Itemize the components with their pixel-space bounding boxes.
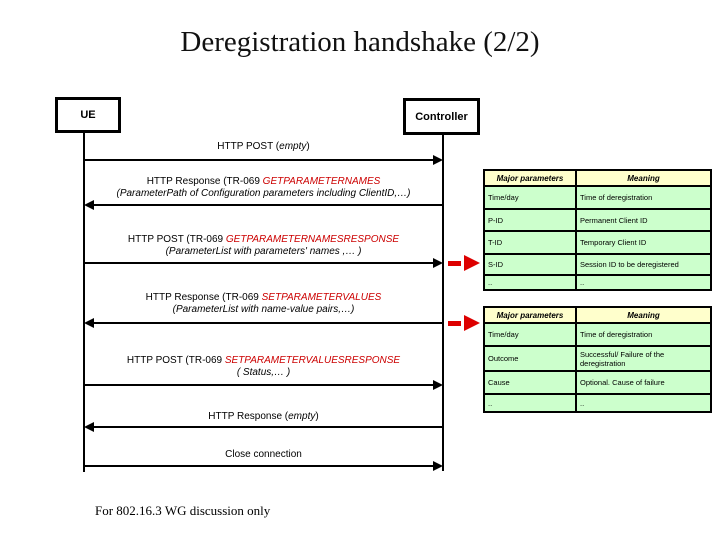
table-row: T-ID Temporary Client ID xyxy=(483,230,712,255)
table-row: Cause Optional. Cause of failure xyxy=(483,370,712,395)
m1-em: empty xyxy=(279,141,307,152)
t1-cell-meaning: Permanent Client ID xyxy=(575,208,712,232)
m6-close: ) xyxy=(315,411,319,422)
m6-text: HTTP Response ( xyxy=(208,411,289,422)
actor-ue-label: UE xyxy=(80,109,96,121)
t1-cell-param: P-ID xyxy=(483,208,577,232)
arrowhead-right-m5-icon xyxy=(433,380,443,390)
parameters-table-1: Major parameters Meaning Time/day Time o… xyxy=(483,169,712,291)
t1-cell-meaning: Temporary Client ID xyxy=(575,230,712,255)
red-pointer-arrow-2-icon xyxy=(464,315,480,331)
m3-plain: HTTP POST (TR-069 xyxy=(127,234,226,245)
t2-header-param: Major parameters xyxy=(483,306,577,324)
message-label-getparameternames: HTTP Response (TR-069 GETPARAMETERNAMES … xyxy=(84,176,443,200)
arrow-line-m2 xyxy=(94,204,443,206)
arrow-line-m6 xyxy=(94,426,443,428)
t1-header-meaning: Meaning xyxy=(575,169,712,187)
arrow-line-m5 xyxy=(84,384,433,386)
t2-cell-param: Outcome xyxy=(483,345,577,372)
t2-cell-meaning: Successful/ Failure of the deregistratio… xyxy=(575,345,712,372)
m2-red: GETPARAMETERNAMES xyxy=(262,176,381,187)
m5-plain: HTTP POST (TR-069 xyxy=(126,355,225,366)
t1-cell-param: .. xyxy=(483,274,577,291)
table-row: P-ID Permanent Client ID xyxy=(483,208,712,232)
m1-close: ) xyxy=(306,141,310,152)
t2-cell-param: Cause xyxy=(483,370,577,395)
m1-text: HTTP POST ( xyxy=(217,141,280,152)
m4-red: SETPARAMETERVALUES xyxy=(261,292,382,303)
arrowhead-left-m4-icon xyxy=(84,318,94,328)
message-label-setparametervaluesresponse: HTTP POST (TR-069 SETPARAMETERVALUESRESP… xyxy=(84,355,443,379)
message-label-close-connection: Close connection xyxy=(84,449,443,461)
message-label-setparametervalues: HTTP Response (TR-069 SETPARAMETERVALUES… xyxy=(84,292,443,316)
arrow-line-m7 xyxy=(84,465,433,467)
t1-cell-meaning: Time of deregistration xyxy=(575,185,712,210)
m2-line1: HTTP Response (TR-069 GETPARAMETERNAMES xyxy=(84,176,443,188)
t2-cell-meaning: Time of deregistration xyxy=(575,322,712,347)
red-pointer-arrow-1-icon xyxy=(464,255,480,271)
message-label-getparameternamesresponse: HTTP POST (TR-069 GETPARAMETERNAMESRESPO… xyxy=(84,234,443,258)
m5-red: SETPARAMETERVALUESRESPONSE xyxy=(224,355,401,366)
t1-cell-meaning: Session ID to be deregistered xyxy=(575,253,712,276)
footer-note: For 802.16.3 WG discussion only xyxy=(95,503,271,518)
parameters-table-2: Major parameters Meaning Time/day Time o… xyxy=(483,306,712,413)
t2-cell-meaning: Optional. Cause of failure xyxy=(575,370,712,395)
red-pointer-dash-2-icon xyxy=(448,321,461,326)
arrow-line-m1 xyxy=(84,159,433,161)
message-label-http-response-empty: HTTP Response (empty) xyxy=(84,411,443,423)
actor-controller-label: Controller xyxy=(415,110,468,123)
message-label-http-post-empty: HTTP POST (empty) xyxy=(84,141,443,153)
m3-red: GETPARAMETERNAMESRESPONSE xyxy=(225,234,400,245)
arrow-line-m4 xyxy=(94,322,443,324)
m2-plain: HTTP Response (TR-069 xyxy=(146,176,263,187)
lifeline-controller xyxy=(442,135,444,471)
t1-cell-meaning: .. xyxy=(575,274,712,291)
t2-cell-meaning: .. xyxy=(575,393,712,413)
m4-plain: HTTP Response (TR-069 xyxy=(145,292,262,303)
arrowhead-right-m7-icon xyxy=(433,461,443,471)
t1-cell-param: T-ID xyxy=(483,230,577,255)
m5-line1: HTTP POST (TR-069 SETPARAMETERVALUESRESP… xyxy=(84,355,443,367)
arrowhead-right-m3-icon xyxy=(433,258,443,268)
table-row: .. .. xyxy=(483,393,712,413)
table-row: Outcome Successful/ Failure of the dereg… xyxy=(483,345,712,372)
m3-line2: (ParameterList with parameters' names ,…… xyxy=(165,246,362,257)
red-pointer-dash-1-icon xyxy=(448,261,461,266)
table-row: S-ID Session ID to be deregistered xyxy=(483,253,712,276)
t2-cell-param: Time/day xyxy=(483,322,577,347)
table-row: Major parameters Meaning xyxy=(483,169,712,187)
arrowhead-right-m1-icon xyxy=(433,155,443,165)
arrow-line-m3 xyxy=(84,262,433,264)
actor-box-ue: UE xyxy=(55,97,121,133)
t1-header-param: Major parameters xyxy=(483,169,577,187)
table-row: .. .. xyxy=(483,274,712,291)
t1-cell-param: S-ID xyxy=(483,253,577,276)
t2-cell-param: .. xyxy=(483,393,577,413)
m3-line1: HTTP POST (TR-069 GETPARAMETERNAMESRESPO… xyxy=(84,234,443,246)
m4-line2: (ParameterList with name-value pairs,…) xyxy=(172,304,355,315)
arrowhead-left-m6-icon xyxy=(84,422,94,432)
m2-line2: (ParameterPath of Configuration paramete… xyxy=(116,188,411,199)
m7-text: Close connection xyxy=(225,449,302,460)
table-row: Time/day Time of deregistration xyxy=(483,185,712,210)
t2-header-meaning: Meaning xyxy=(575,306,712,324)
m5-line2: ( Status,… ) xyxy=(236,367,291,378)
m6-em: empty xyxy=(288,411,316,422)
t1-cell-param: Time/day xyxy=(483,185,577,210)
table-row: Time/day Time of deregistration xyxy=(483,322,712,347)
lifeline-ue xyxy=(83,133,85,472)
arrowhead-left-m2-icon xyxy=(84,200,94,210)
table-row: Major parameters Meaning xyxy=(483,306,712,324)
m4-line1: HTTP Response (TR-069 SETPARAMETERVALUES xyxy=(84,292,443,304)
actor-box-controller: Controller xyxy=(403,98,480,135)
page-title: Deregistration handshake (2/2) xyxy=(180,26,540,58)
